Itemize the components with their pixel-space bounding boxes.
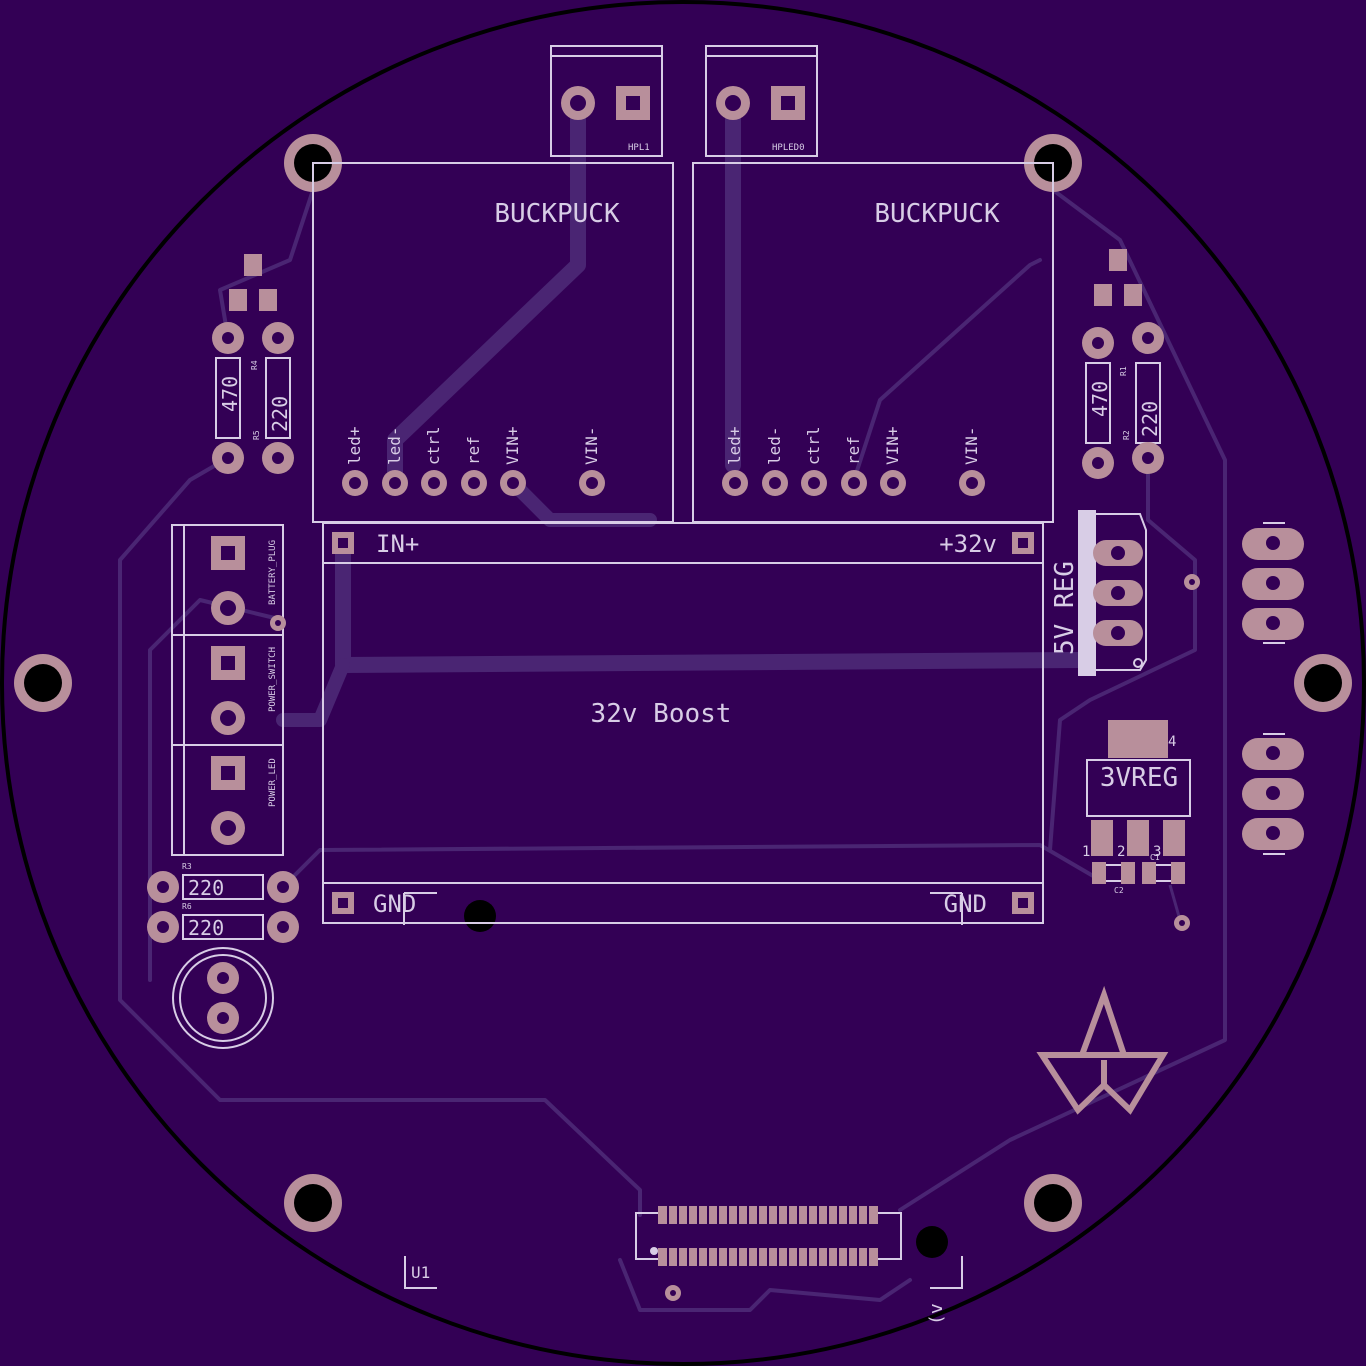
fiducial-hole-bottom [916,1226,948,1258]
resistor-r5-body [215,357,241,439]
capacitor-c1-label: C1 [1150,853,1160,862]
three-volt-regulator: 3VREG 4 1 2 3 C2 C1 [1082,720,1191,931]
buckpuck-right-pin-led-plus: led+ [725,426,744,465]
buckpuck-left-pin-vin-plus: VIN+ [503,426,522,465]
boost-in-plus-label: IN+ [376,530,419,558]
mounting-holes [14,134,1352,1258]
buckpuck-right-pin-ref: ref [844,436,863,465]
hpled0-label: HPLED0 [772,143,805,153]
trace-bottom [618,1258,912,1312]
three-v-reg-label: 3VREG [1100,763,1178,793]
u1-label: U1 [411,1263,430,1282]
resistor-r1-value: 220 [1138,401,1162,437]
buckpuck-right: BUCKPUCK led+ led- ctrl ref VIN+ VIN- [692,162,1054,523]
resistors-right-top: 470 220 R1 R2 [1082,249,1164,479]
buckpuck-right-pin-ctrl: ctrl [804,426,823,465]
power-led-footprint [172,947,274,1049]
resistors-left-top: 470 220 R4 R5 [212,254,294,474]
resistor-r6-label: R6 [182,902,192,911]
boost-title: 32v Boost [591,699,732,729]
buckpuck-right-title: BUCKPUCK [874,199,1000,229]
boost-gnd-right-label: GND [944,890,987,918]
trace-vin-left [506,476,657,527]
trace-left-outer [118,456,642,1217]
resistor-r6-body [182,914,264,940]
trace-switch [276,658,350,727]
right-header-top [1242,522,1304,644]
buckpuck-left-pin-vin-minus: VIN- [582,426,601,465]
resistor-r4-value: 220 [268,396,292,432]
resistor-r2-label: R2 [1122,430,1131,440]
buckpuck-right-pin-led-minus: led- [765,426,784,465]
resistor-r2-body [1085,362,1111,444]
buckpuck-right-pin-vin-minus: VIN- [962,426,981,465]
resistors-left-bottom: 220 220 R3 R6 [147,862,299,943]
right-header-bottom [1242,733,1304,855]
capacitor-c2-label: C2 [1114,886,1124,895]
three-v-reg-pin-3: 3 [1153,844,1161,860]
boost-gnd-left-label: GND [373,890,416,918]
buckpuck-left-title: BUCKPUCK [494,199,620,229]
three-v-reg-pin-4: 4 [1168,734,1176,750]
buckpuck-left-pin-ctrl: ctrl [424,426,443,465]
power-switch-label: POWER_SWITCH [268,647,278,712]
bottom-glyph: (v [926,1303,947,1325]
resistor-r3-value: 220 [188,876,224,900]
buckpuck-left-pin-led-minus: led- [385,426,404,465]
power-led-label: POWER_LED [268,758,278,807]
hpled0-connector: HPLED0 [705,45,818,157]
resistor-r6-value: 220 [188,916,224,940]
boost-32v-label: +32v [939,530,997,558]
resistor-r3-body [182,874,264,900]
buckpuck-right-pin-vin-plus: VIN+ [883,426,902,465]
trace-gnd [281,843,1102,889]
trace-right-outer [898,188,1227,1212]
battery-plug-label: BATTERY_PLUG [268,540,278,605]
trace-right-inner [1048,456,1197,852]
logo-mark [1036,985,1169,1115]
buckpuck-left-pin-ref: ref [464,436,483,465]
hpl1-label: HPL1 [628,143,650,153]
resistor-r3-label: R3 [182,862,192,871]
resistor-r4-label: R4 [250,360,259,370]
buckpuck-left-pin-led-plus: led+ [345,426,364,465]
resistor-r5-value: 470 [218,376,242,412]
resistor-r1-label: R1 [1119,366,1128,376]
hpl1-connector: HPL1 [550,45,663,157]
three-v-reg-pin-2: 2 [1117,844,1125,860]
resistor-r2-value: 470 [1088,381,1112,417]
three-v-reg-pin-1: 1 [1082,844,1090,860]
u1-connector: U1 (v [404,1206,963,1325]
left-connectors: BATTERY_PLUG POWER_SWITCH POWER_LED [171,524,286,856]
five-v-reg-label: 5V_REG [1050,561,1080,655]
trace-hpl1 [387,95,586,491]
fiducial-hole [464,900,496,932]
resistor-r5-label: R5 [252,430,261,440]
boost-module: 32v Boost IN+ +32v GND GND [322,522,1044,925]
trace-ref-right [851,258,1042,485]
resistor-r4-body [265,357,291,439]
five-volt-regulator: 5V_REG [1050,510,1200,676]
